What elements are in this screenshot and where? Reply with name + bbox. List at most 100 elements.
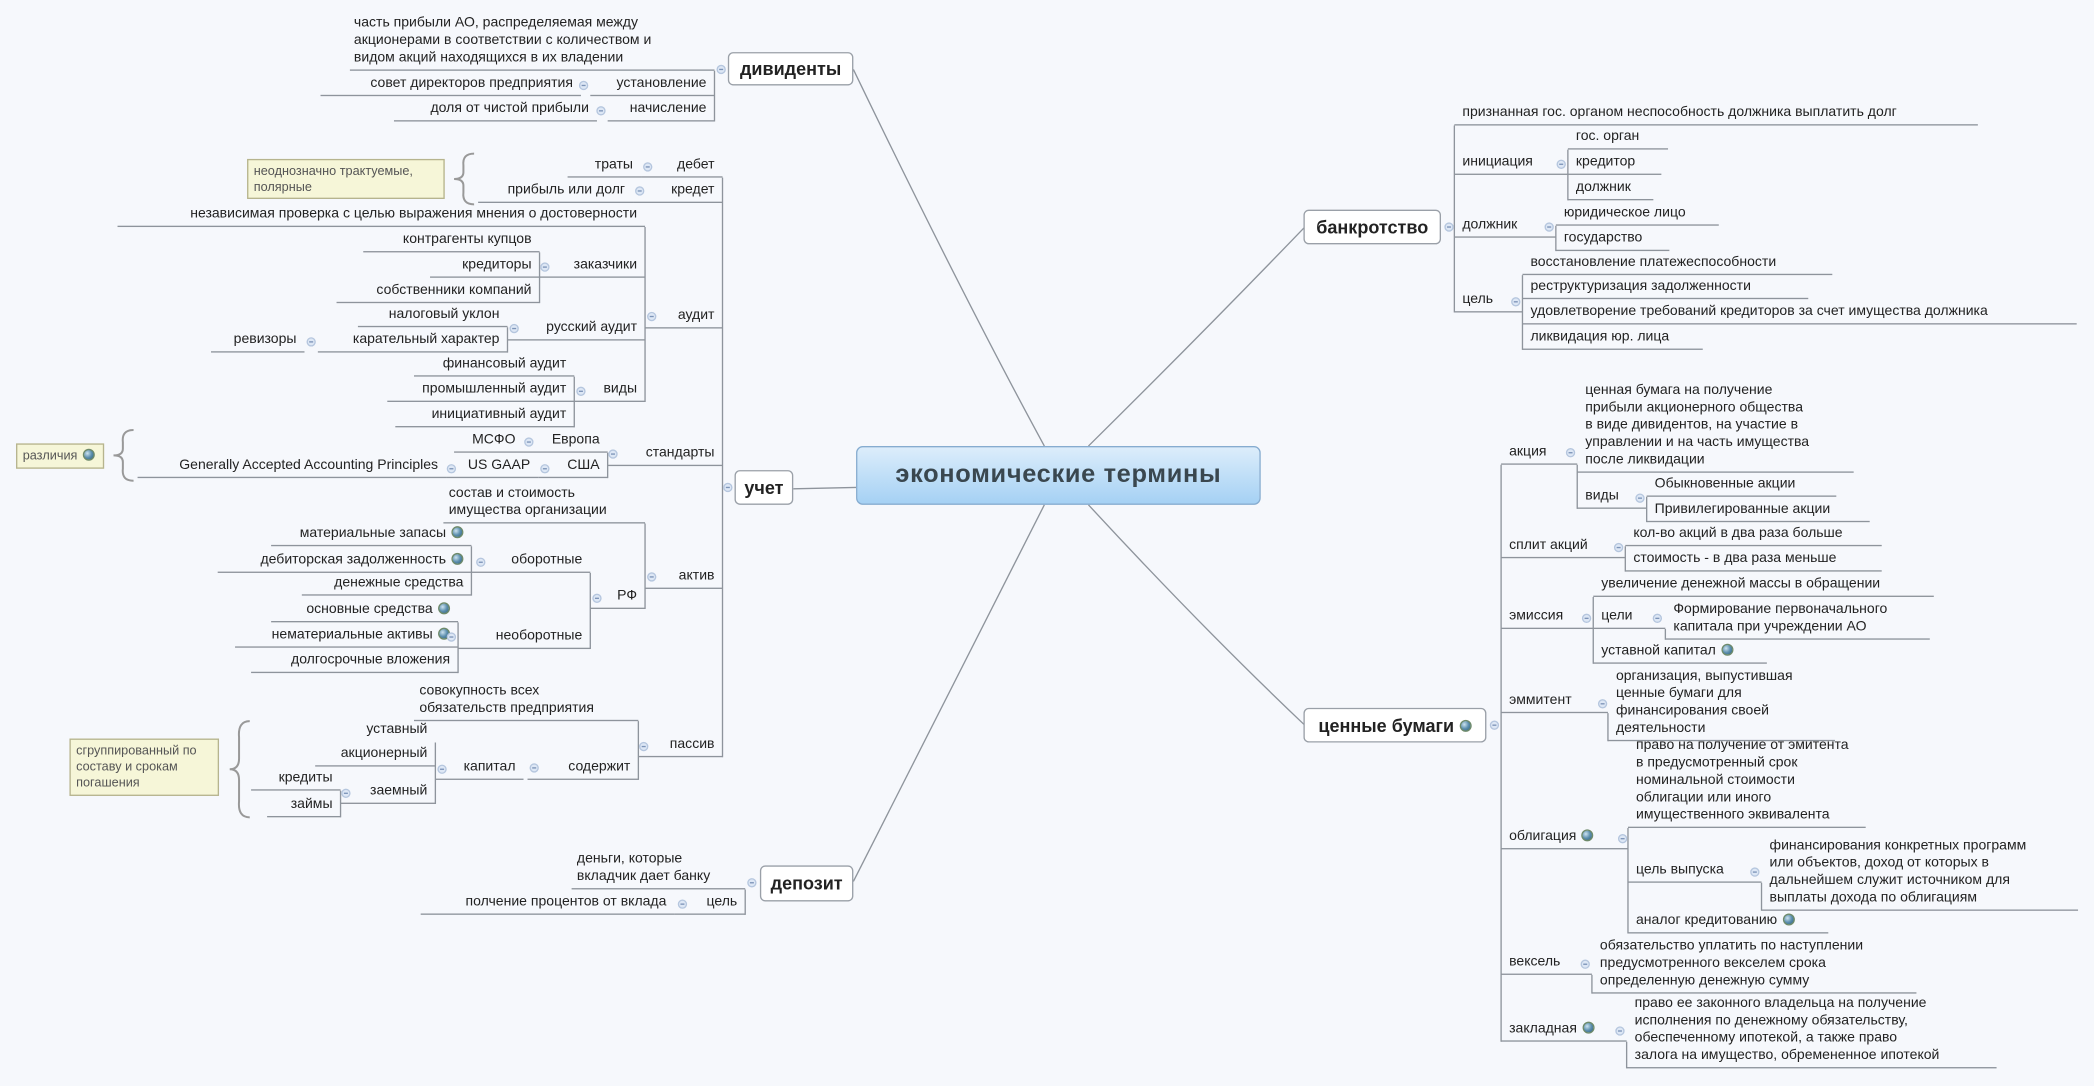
collapse-toggle-icon[interactable] — [540, 262, 550, 272]
globe-icon[interactable] — [82, 448, 95, 461]
audit-definition[interactable]: независимая проверка с целью выражения м… — [117, 206, 646, 228]
audit-customers[interactable]: заказчики — [539, 256, 646, 278]
collapse-toggle-icon[interactable] — [529, 763, 539, 773]
subtopic-credit[interactable]: кредет — [633, 182, 723, 203]
assets-noncurrent[interactable]: необоротные — [458, 628, 591, 650]
audit-russian[interactable]: русский аудит — [507, 319, 646, 341]
list-item[interactable]: кредиторы — [430, 256, 540, 278]
list-item[interactable]: гос. орган — [1567, 128, 1669, 150]
bond-analog[interactable]: аналог кредитованию — [1627, 912, 1829, 934]
collapse-toggle-icon[interactable] — [446, 464, 457, 474]
list-item[interactable]: основные средства — [271, 601, 459, 623]
list-item[interactable]: государство — [1555, 230, 1670, 252]
collapse-toggle-icon[interactable] — [1617, 834, 1628, 844]
collapse-toggle-icon[interactable] — [1635, 493, 1645, 503]
emission-capital[interactable]: уставной капитал — [1593, 642, 1767, 664]
debit-child[interactable]: траты — [567, 156, 642, 178]
liabilities-contains[interactable]: содержит — [527, 759, 639, 780]
subtopic-liabilities[interactable]: пассив — [638, 736, 723, 758]
topic-accounting[interactable]: учет — [734, 470, 794, 505]
assets-current[interactable]: оборотные — [471, 552, 591, 573]
collapse-toggle-icon[interactable] — [1597, 699, 1608, 709]
credit-child[interactable]: прибыль или долг — [478, 182, 634, 203]
collapse-toggle-icon[interactable] — [1565, 448, 1576, 458]
list-item[interactable]: денежные средства — [301, 574, 472, 596]
collapse-toggle-icon[interactable] — [1511, 297, 1521, 307]
note-polar[interactable]: неоднозначно трактуемые, полярные — [247, 158, 445, 199]
list-item[interactable]: должник — [1567, 179, 1654, 201]
bankruptcy-debtor[interactable]: должник — [1454, 216, 1556, 238]
collapse-toggle-icon[interactable] — [677, 899, 688, 909]
list-item[interactable]: юридическое лицо — [1555, 204, 1719, 226]
globe-icon[interactable] — [451, 552, 464, 565]
subtopic-standards[interactable]: стандарты — [607, 445, 723, 467]
topic-securities[interactable]: ценные бумаги — [1303, 707, 1487, 743]
deposit-definition[interactable]: деньги, которые вкладчик дает банку — [571, 851, 746, 890]
collapse-toggle-icon[interactable] — [647, 311, 657, 322]
collapse-toggle-icon[interactable] — [1489, 720, 1500, 730]
list-item[interactable]: ликвидация юр. лица — [1522, 329, 1703, 350]
securities-mortgage[interactable]: закладная — [1501, 1020, 1627, 1042]
collapse-toggle-icon[interactable] — [1444, 222, 1454, 232]
list-item[interactable]: Привилегированные акции — [1646, 501, 1870, 523]
standards-usgaap[interactable]: US GAAP — [446, 457, 539, 479]
securities-share[interactable]: акция — [1501, 443, 1578, 465]
subtopic-establishment[interactable]: установление — [590, 75, 715, 97]
list-item[interactable]: стоимость - в два раза меньше — [1625, 550, 1882, 572]
bond-goal-child[interactable]: финансирования конкретных программ или о… — [1761, 837, 2079, 911]
bankruptcy-goal[interactable]: цель — [1454, 291, 1523, 313]
collapse-toggle-icon[interactable] — [635, 186, 645, 196]
bond-definition[interactable]: право на получение от эмитента в предусм… — [1627, 737, 1866, 829]
collapse-toggle-icon[interactable] — [1544, 222, 1554, 232]
list-item[interactable]: материальные запасы — [271, 525, 472, 547]
list-item[interactable]: кол-во акций в два раза больше — [1625, 525, 1882, 547]
globe-icon[interactable] — [1459, 719, 1472, 732]
globe-icon[interactable] — [1721, 643, 1734, 656]
emission-goals[interactable]: цели — [1593, 608, 1666, 630]
securities-bond[interactable]: облигация — [1501, 828, 1628, 850]
assets-definition[interactable]: состав и стоимость имущества организации — [443, 485, 646, 524]
establishment-by[interactable]: совет директоров предприятия — [320, 75, 581, 97]
bond-goal[interactable]: цель выпуска — [1627, 861, 1762, 883]
collapse-toggle-icon[interactable] — [540, 464, 550, 474]
collapse-toggle-icon[interactable] — [437, 764, 447, 774]
list-item[interactable]: налоговый уклон — [357, 306, 508, 328]
collapse-toggle-icon[interactable] — [446, 632, 457, 642]
collapse-toggle-icon[interactable] — [341, 788, 351, 798]
collapse-toggle-icon[interactable] — [576, 386, 586, 396]
list-item[interactable]: контрагенты купцов — [363, 231, 540, 253]
standards-msfo[interactable]: МСФО — [454, 431, 524, 453]
list-item[interactable]: нематериальные активы — [235, 626, 459, 648]
collapse-toggle-icon[interactable] — [1556, 159, 1566, 169]
list-item[interactable]: карательный характер — [317, 331, 508, 353]
share-types[interactable]: виды — [1577, 487, 1647, 509]
collapse-toggle-icon[interactable] — [1581, 613, 1592, 624]
list-item[interactable]: заемный — [340, 783, 436, 804]
central-topic[interactable]: экономические термины — [856, 446, 1261, 505]
list-item[interactable]: кредиты — [251, 769, 341, 791]
collapse-toggle-icon[interactable] — [1615, 1026, 1625, 1036]
collapse-toggle-icon[interactable] — [476, 557, 486, 567]
topic-bankruptcy[interactable]: банкротство — [1303, 209, 1442, 245]
list-item[interactable]: промышленный аудит — [387, 381, 575, 402]
bankruptcy-initiation[interactable]: инициация — [1454, 154, 1568, 175]
share-definition[interactable]: ценная бумага на получение прибыли акцио… — [1577, 382, 1854, 473]
bill-definition[interactable]: обязательство уплатить по наступлении пр… — [1591, 938, 1917, 994]
list-item[interactable]: восстановление платежеспособности — [1522, 254, 1833, 276]
list-item[interactable]: удовлетворение требований кредиторов за … — [1522, 303, 2077, 325]
collapse-toggle-icon[interactable] — [578, 80, 589, 91]
list-item[interactable]: кредитор — [1567, 154, 1662, 175]
deposit-goal-child[interactable]: полчение процентов от вклада — [420, 893, 675, 915]
collapse-toggle-icon[interactable] — [716, 64, 726, 75]
accrual-from[interactable]: доля от чистой прибыли — [393, 100, 597, 122]
securities-emission[interactable]: эмиссия — [1501, 608, 1594, 630]
globe-icon[interactable] — [1582, 1021, 1595, 1034]
collapse-toggle-icon[interactable] — [509, 323, 519, 334]
list-item[interactable]: акционерный — [315, 745, 436, 767]
topic-deposit[interactable]: депозит — [759, 865, 854, 902]
collapse-toggle-icon[interactable] — [639, 741, 649, 752]
list-item[interactable]: реструктуризация задолженности — [1522, 278, 1809, 300]
bankruptcy-definition[interactable]: признанная гос. органом неспособность до… — [1454, 104, 1978, 126]
collapse-toggle-icon[interactable] — [1652, 613, 1663, 624]
list-item[interactable]: займы — [267, 796, 341, 818]
